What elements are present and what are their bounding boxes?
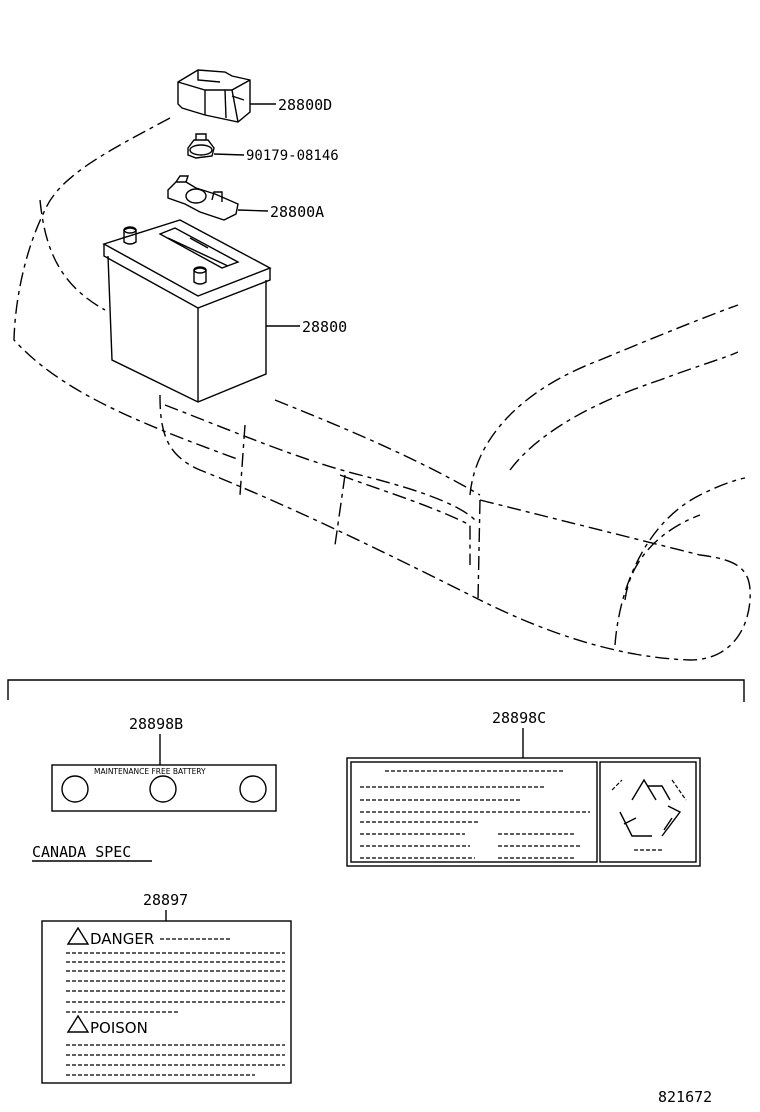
vehicle-body-outline xyxy=(13,117,751,661)
poison-text: POISON xyxy=(90,1019,148,1037)
nut-part xyxy=(187,133,245,159)
label-28897: 28897 xyxy=(143,891,188,909)
label-28898B: 28898B xyxy=(129,715,183,733)
warning-triangle-icon xyxy=(66,1014,90,1033)
recycle-icon xyxy=(611,778,687,851)
battery-part xyxy=(102,219,300,403)
label-90179-08146: 90179-08146 xyxy=(246,148,339,164)
maintenance-free-text: MAINTENANCE FREE BATTERY xyxy=(94,767,206,776)
terminal-part xyxy=(167,175,269,221)
recycle-label xyxy=(346,757,701,867)
warning-triangle-icon xyxy=(66,926,90,945)
label-28800: 28800 xyxy=(302,318,347,336)
label-28800D: 28800D xyxy=(278,96,332,114)
label-28800A: 28800A xyxy=(270,203,324,221)
danger-text: DANGER xyxy=(90,930,154,948)
maintenance-free-label: MAINTENANCE FREE BATTERY xyxy=(51,764,277,812)
label-28898C: 28898C xyxy=(492,709,546,727)
relay-cover-part xyxy=(177,69,276,123)
canada-spec-note: CANADA SPEC xyxy=(32,843,131,861)
diagram-id: 821672 xyxy=(658,1088,712,1106)
danger-label: DANGER POISON xyxy=(41,920,292,1084)
section-bracket xyxy=(7,679,745,702)
